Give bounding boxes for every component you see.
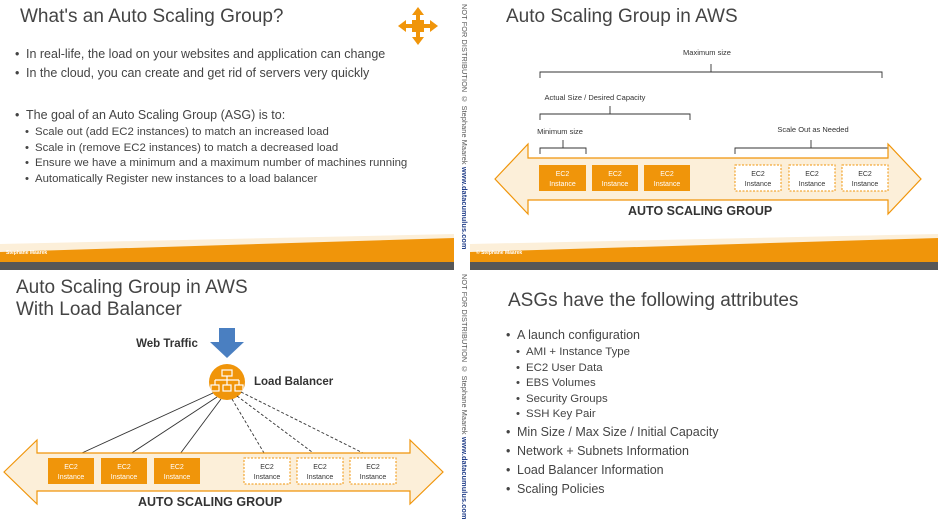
watermark-url: www.datacumulus.com — [460, 166, 469, 250]
scale-out-label: Scale Out as Needed — [777, 125, 848, 134]
lb-connections-dashed — [231, 391, 374, 459]
svg-text:Instance: Instance — [654, 181, 681, 188]
down-arrow-icon — [210, 328, 244, 358]
svg-text:EC2: EC2 — [805, 171, 819, 178]
slide-what-is-asg: What's an Auto Scaling Group? In real-li… — [0, 0, 454, 262]
svg-text:Instance: Instance — [852, 181, 879, 188]
svg-text:Instance: Instance — [307, 474, 334, 481]
svg-text:EC2: EC2 — [556, 171, 570, 178]
ec2-instance: EC2 Instance — [539, 165, 586, 191]
intro-bullets: In real-life, the load on your websites … — [15, 45, 385, 83]
sub-bullet: Ensure we have a minimum and a maximum n… — [15, 156, 407, 172]
lb-diagram: Web Traffic Load Balancer EC2 — [3, 328, 444, 506]
attribute-item: Load Balancer Information — [506, 461, 718, 480]
slide-asg-in-aws: Auto Scaling Group in AWS Maximum size A… — [470, 0, 938, 262]
ec2-instance-potential: EC2 Instance — [841, 164, 889, 192]
ec2-instance-potential: EC2 Instance — [243, 457, 291, 485]
footer-author: © Stephane Maarek — [476, 250, 523, 256]
bullet: In the cloud, you can create and get rid… — [15, 64, 385, 83]
title-line2: With Load Balancer — [16, 299, 182, 320]
svg-text:EC2: EC2 — [751, 171, 765, 178]
ec2-instance: EC2 Instance — [592, 165, 638, 191]
ec2-instance-potential: EC2 Instance — [296, 457, 344, 485]
svg-text:Instance: Instance — [58, 474, 85, 481]
watermark-notice: NOT FOR DISTRIBUTION © Stephane Maarek — [460, 4, 469, 165]
attribute-sub-item: SSH Key Pair — [506, 407, 718, 423]
attribute-sub-item: EC2 User Data — [506, 361, 718, 377]
svg-text:Instance: Instance — [549, 181, 576, 188]
attribute-item: Scaling Policies — [506, 480, 718, 499]
svg-text:EC2: EC2 — [64, 464, 78, 471]
attribute-list: A launch configuration AMI + Instance Ty… — [506, 326, 718, 499]
asg-double-arrow — [3, 438, 444, 506]
asg-size-diagram: Maximum size Actual Size / Desired Capac… — [494, 48, 922, 216]
ec2-instance-potential: EC2 Instance — [734, 164, 782, 192]
sub-bullet: Scale in (remove EC2 instances) to match… — [15, 141, 407, 157]
title-line1: Auto Scaling Group in AWS — [16, 277, 248, 298]
slide-title: What's an Auto Scaling Group? — [20, 6, 284, 27]
watermark-url: www.datacumulus.com — [460, 436, 469, 520]
bullet-goal: The goal of an Auto Scaling Group (ASG) … — [15, 106, 407, 125]
auto-scaling-arrows-icon — [398, 7, 438, 45]
svg-text:Instance: Instance — [254, 474, 281, 481]
watermark-top: NOT FOR DISTRIBUTION © Stephane Maarek w… — [455, 4, 469, 254]
svg-text:EC2: EC2 — [313, 464, 327, 471]
web-traffic-label: Web Traffic — [136, 338, 198, 350]
sub-bullet: Scale out (add EC2 instances) to match a… — [15, 125, 407, 141]
actual-size-label: Actual Size / Desired Capacity — [545, 93, 646, 102]
min-size-label: Minimum size — [537, 127, 583, 136]
slide-asg-attributes: ASGs have the following attributes A lau… — [470, 270, 938, 511]
svg-text:EC2: EC2 — [858, 171, 872, 178]
svg-text:EC2: EC2 — [117, 464, 131, 471]
load-balancer-icon — [209, 364, 245, 400]
slide-title: Auto Scaling Group in AWS — [506, 6, 738, 27]
sub-bullet: Automatically Register new instances to … — [15, 172, 407, 188]
ec2-instance: EC2 Instance — [154, 458, 200, 484]
footer-author: Stephane Maarek — [6, 250, 48, 256]
attribute-item: A launch configuration — [506, 326, 718, 345]
svg-text:Instance: Instance — [602, 181, 629, 188]
svg-text:Instance: Instance — [164, 474, 191, 481]
ec2-instance: EC2 Instance — [101, 458, 147, 484]
svg-text:EC2: EC2 — [260, 464, 274, 471]
bullet: In real-life, the load on your websites … — [15, 45, 385, 64]
svg-text:EC2: EC2 — [660, 171, 674, 178]
asg-double-arrow — [494, 142, 922, 216]
slide-title: Auto Scaling Group in AWS With Load Bala… — [16, 277, 248, 321]
footer-band — [470, 234, 938, 262]
svg-text:Instance: Instance — [799, 181, 826, 188]
svg-text:Instance: Instance — [745, 181, 772, 188]
ec2-instance: EC2 Instance — [48, 458, 94, 484]
ec2-instance-potential: EC2 Instance — [788, 164, 836, 192]
slide-asg-with-lb: Auto Scaling Group in AWS With Load Bala… — [0, 270, 454, 511]
watermark-notice: NOT FOR DISTRIBUTION © Stephane Maarek — [460, 274, 469, 435]
attribute-sub-item: Security Groups — [506, 392, 718, 408]
asg-label: AUTO SCALING GROUP — [628, 204, 773, 218]
attribute-sub-item: AMI + Instance Type — [506, 345, 718, 361]
svg-text:Instance: Instance — [111, 474, 138, 481]
footer-band — [0, 234, 454, 262]
svg-text:EC2: EC2 — [366, 464, 380, 471]
watermark-bottom: NOT FOR DISTRIBUTION © Stephane Maarek w… — [455, 274, 469, 520]
slide-title: ASGs have the following attributes — [508, 290, 799, 311]
attribute-item: Min Size / Max Size / Initial Capacity — [506, 423, 718, 442]
svg-text:EC2: EC2 — [170, 464, 184, 471]
svg-text:Instance: Instance — [360, 474, 387, 481]
ec2-instance: EC2 Instance — [644, 165, 690, 191]
attribute-item: Network + Subnets Information — [506, 442, 718, 461]
attribute-sub-item: EBS Volumes — [506, 376, 718, 392]
lb-connections-solid — [70, 392, 222, 459]
asg-label: AUTO SCALING GROUP — [138, 495, 283, 509]
goal-bullets: The goal of an Auto Scaling Group (ASG) … — [15, 106, 407, 187]
svg-text:EC2: EC2 — [608, 171, 622, 178]
max-size-label: Maximum size — [683, 48, 731, 57]
ec2-instance-potential: EC2 Instance — [349, 457, 397, 485]
load-balancer-label: Load Balancer — [254, 376, 334, 388]
slide-separator-vertical — [454, 0, 470, 511]
